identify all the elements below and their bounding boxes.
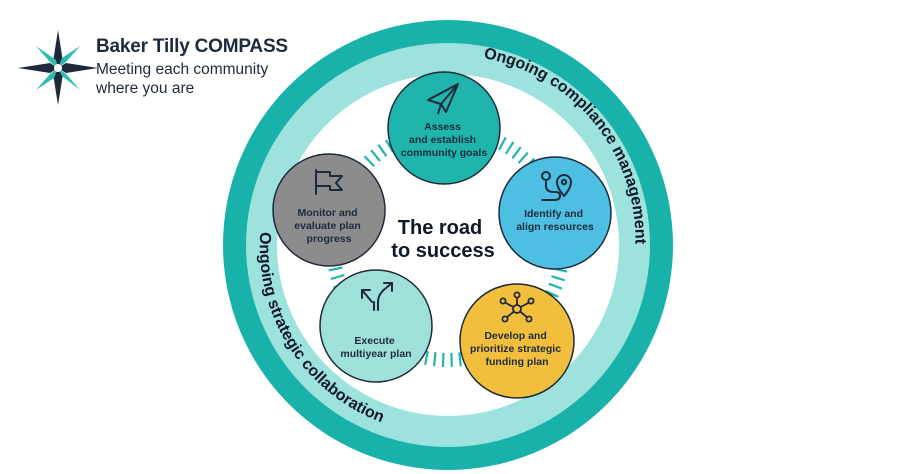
logo-tagline-line-1: Meeting each community [96,61,269,78]
paper-plane-icon [427,83,459,115]
road-dash [432,352,437,367]
step-develop-label-1: Develop and [484,330,546,342]
step-identify-label-2: align resources [516,221,594,233]
step-execute-label-1: Execute [354,335,394,347]
road-dash [370,149,381,162]
road-dash [551,275,566,282]
road-dash [504,141,515,155]
step-identify: Identify and align resources [498,156,612,270]
road-dash [363,155,375,168]
step-execute: Execute multiyear plan [319,269,433,383]
svg-text:Monitor and evaluate pla: Monitor and evaluate plan progress [294,207,363,245]
road-dash [517,151,529,164]
center-title-line-1: The road [398,217,482,239]
step-develop-label-3: funding plan [486,356,549,368]
step-execute-label-2: multiyear plan [340,348,411,360]
step-assess-label-1: Assess [424,121,461,133]
road-dash [330,274,345,281]
road-dash [377,144,388,157]
step-execute-circle [319,269,433,383]
compass-star-icon [18,30,98,105]
road-dash [424,350,429,366]
logo-title: Baker Tilly COMPASS [96,36,288,57]
center-title-line-2: to success [391,240,494,262]
network-icon [499,291,535,323]
step-monitor: Monitor and evaluate plan progress [272,153,386,267]
road-dash [545,290,559,298]
route-pin-icon [541,171,572,201]
road-dash [458,352,462,367]
step-develop-circle [459,283,575,399]
svg-text:Identify and align resou: Identify and align resources [516,208,594,233]
step-assess-circle [387,71,501,185]
step-develop: Develop and prioritize strategic funding… [459,283,575,399]
step-identify-circle [498,156,612,270]
split-arrow-icon [361,282,393,311]
step-develop-label-2: prioritize strategic [470,343,561,355]
step-monitor-label-2: evaluate plan [294,220,361,232]
step-assess-label-3: community goals [401,147,488,159]
flag-icon [315,169,343,195]
step-monitor-circle [272,153,386,267]
step-assess: Assess and establish community goals [387,71,501,185]
step-assess-label-2: and establish [409,134,476,146]
step-monitor-label-1: Monitor and [298,207,358,219]
road-dash [498,136,507,151]
road-dash [328,266,343,272]
svg-text:Develop and prioritize s: Develop and prioritize strategic funding… [470,330,564,368]
step-monitor-label-3: progress [307,233,352,245]
road-dash [511,146,522,159]
svg-text:Execute multiyear plan: Execute multiyear plan [340,335,411,360]
svg-text:Assess and establish: Assess and establish community goals [401,121,488,159]
step-identify-label-1: Identify and [524,208,583,220]
logo-tagline-line-2: where you are [95,80,194,97]
road-dash [548,282,563,290]
road-dash [441,352,445,367]
compass-logo: Baker Tilly COMPASS Meeting each communi… [18,30,288,105]
